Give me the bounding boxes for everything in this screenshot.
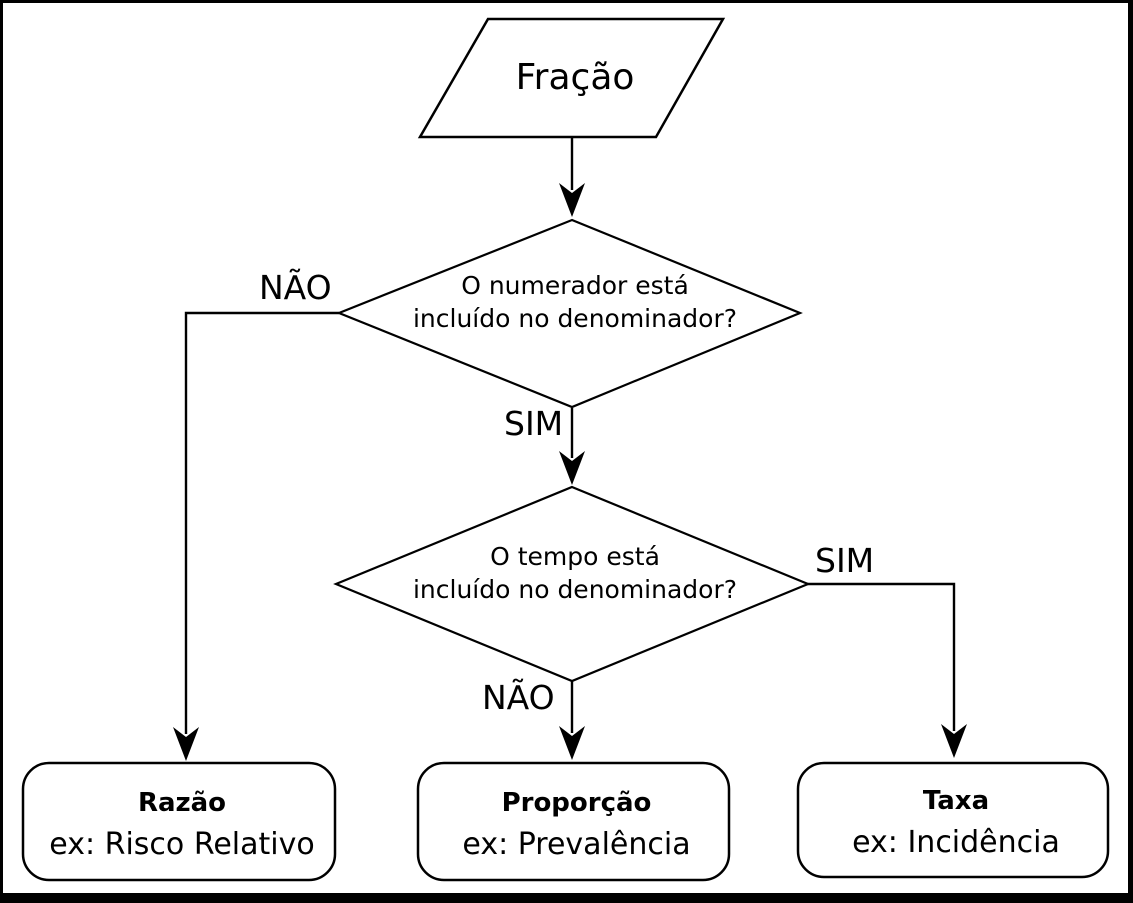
razao-result-box: Razão ex: Risco Relativo	[26, 766, 338, 883]
proporcao-title: Proporção	[501, 787, 652, 818]
decision1-question-line1: O numerador está	[461, 271, 689, 300]
taxa-result-box: Taxa ex: Incidência	[801, 766, 1111, 880]
decision1-diamond-shape	[336, 218, 803, 409]
proporcao-box-shape	[416, 761, 731, 882]
proporcao-result-box: Proporção ex: Prevalência	[421, 766, 732, 883]
decision2-question-line1: O tempo está	[490, 542, 660, 571]
taxa-example: ex: Incidência	[852, 825, 1060, 860]
decision1-no-label: NÃO	[259, 268, 332, 307]
arrowhead-into-decision1	[559, 183, 585, 217]
arrowhead-into-taxa	[941, 724, 967, 758]
decision1-yes-label: SIM	[504, 404, 564, 443]
start-parallelogram-shape	[417, 17, 726, 139]
decision1-question: O numerador está incluído no denominador…	[375, 269, 775, 335]
decision2-yes-label: SIM	[815, 541, 875, 580]
start-node-label: Fração	[515, 57, 635, 98]
razao-example: ex: Risco Relativo	[49, 826, 315, 862]
taxa-title: Taxa	[922, 786, 990, 816]
razao-box-shape	[21, 761, 337, 882]
arrowhead-into-razao	[173, 727, 199, 761]
decision2-diamond-shape	[333, 485, 811, 683]
razao-title: Razão	[137, 787, 227, 818]
arrowhead-into-decision2	[559, 451, 585, 485]
arrowhead-into-proporcao	[559, 726, 585, 760]
decision2-question: O tempo está incluído no denominador?	[375, 540, 775, 606]
connector-decision1-no-to-razao	[184, 311, 339, 734]
taxa-box-shape	[796, 761, 1110, 879]
decision2-question-line2: incluído no denominador?	[412, 575, 738, 604]
decision1-question-line2: incluído no denominador?	[412, 304, 738, 333]
connector-decision2-yes-to-taxa	[807, 582, 956, 731]
proporcao-example: ex: Prevalência	[462, 826, 691, 862]
decision2-no-label: NÃO	[482, 678, 555, 717]
